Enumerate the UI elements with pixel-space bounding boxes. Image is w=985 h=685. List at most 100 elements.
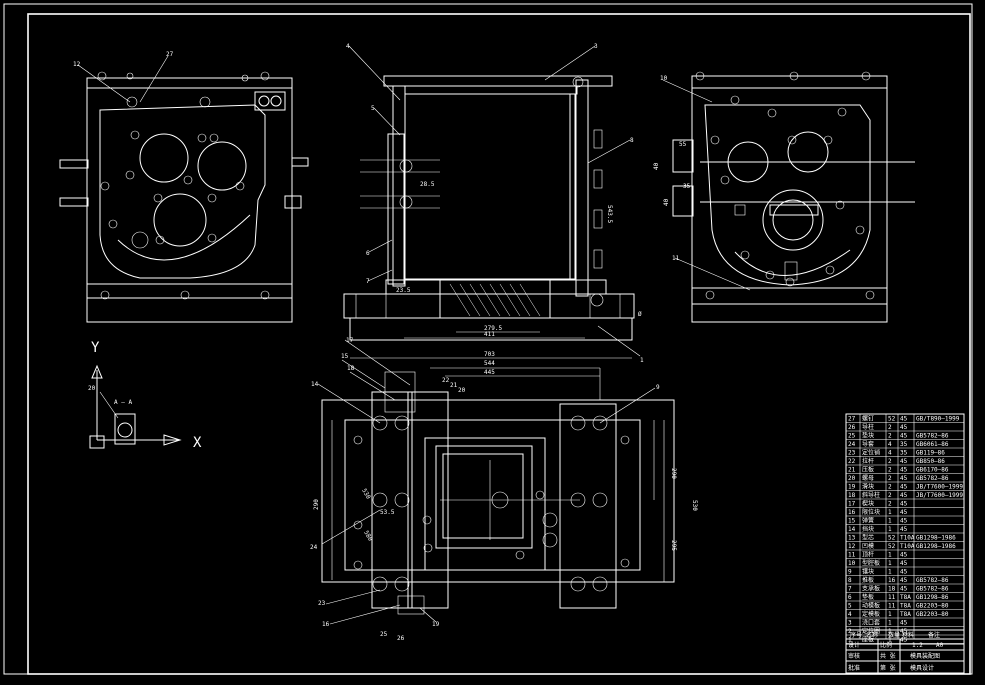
- balloon-14: 14: [311, 381, 319, 388]
- bom-cell-note: GB/T890—1999: [916, 416, 960, 423]
- bom-cell-note: GB119—86: [916, 450, 945, 457]
- bom-cell-no: 22: [848, 458, 856, 465]
- bom-cell-material: 45: [900, 501, 908, 508]
- bom-cell-name: 螺母: [862, 474, 874, 482]
- bom-cell-no: 27: [848, 416, 856, 423]
- bom-cell-no: 25: [848, 433, 856, 440]
- bom-cell-qty: 2: [888, 433, 892, 440]
- bom-cell-no: 4: [848, 611, 852, 618]
- bom-header-name: 名称: [866, 631, 878, 639]
- balloon-13-detail: 20: [88, 385, 96, 392]
- balloon-4: 4: [346, 43, 350, 50]
- bom-header-material: 材料: [902, 631, 914, 639]
- bom-cell-name: 导套: [862, 440, 874, 448]
- drawing-title: 模具装配图: [910, 652, 940, 660]
- bom-cell-material: 45: [900, 526, 908, 533]
- dim-40-b: 40: [663, 198, 670, 206]
- bom-cell-material: 45: [900, 620, 908, 627]
- balloon-19: 19: [432, 621, 440, 628]
- bom-cell-no: 1: [848, 637, 852, 644]
- balloon-27: 27: [166, 51, 174, 58]
- bom-cell-qty: 2: [888, 458, 892, 465]
- bom-cell-note: GB6170—86: [916, 467, 949, 474]
- bom-cell-no: 18: [848, 492, 856, 499]
- bom-cell-no: 17: [848, 501, 856, 508]
- dim-28-5: 28.5: [420, 181, 435, 188]
- dim-279-5: 279.5: [484, 325, 502, 332]
- bom-cell-material: 45: [900, 424, 908, 431]
- bom-cell-qty: 1: [888, 628, 892, 635]
- bom-cell-no: 16: [848, 509, 856, 516]
- bom-cell-no: 3: [848, 620, 852, 627]
- balloon-22: 22: [442, 377, 450, 384]
- bom-cell-material: 45: [900, 560, 908, 567]
- dim-23-5: 23.5: [396, 287, 411, 294]
- dim-55: 55: [679, 141, 687, 148]
- bom-cell-no: 8: [848, 577, 852, 584]
- bom-cell-no: 14: [848, 526, 856, 533]
- dim-295-r: 295: [670, 540, 677, 551]
- bom-cell-note: GB5782—86: [916, 475, 949, 482]
- sheet-size: A0: [936, 642, 944, 649]
- dim-dia: Ø: [638, 311, 642, 318]
- bom-cell-no: 2: [848, 628, 852, 635]
- bom-cell-qty: 1: [888, 526, 892, 533]
- dim-290-r: 290: [670, 468, 677, 479]
- dim-530-r: 530: [691, 500, 698, 511]
- bom-cell-name: 限位块: [862, 508, 880, 516]
- bom-cell-qty: 2: [888, 467, 892, 474]
- bom-cell-qty: 52: [888, 543, 896, 550]
- bom-cell-qty: 1: [888, 518, 892, 525]
- bom-cell-qty: 52: [888, 416, 896, 423]
- dim-35: 35: [683, 183, 691, 190]
- bom-cell-note: JB/T7600—1999: [916, 484, 963, 491]
- y-axis-label: Y: [91, 340, 100, 356]
- dim-580-l: 580: [362, 530, 374, 543]
- bom-cell-no: 7: [848, 586, 852, 593]
- bom-cell-name: 型腔板: [862, 559, 880, 567]
- title-row-2-label: 审核: [848, 652, 860, 660]
- title-col-label-3: 第 张: [880, 664, 896, 672]
- bom-cell-name: 镶块: [862, 568, 874, 576]
- balloon-20: 20: [458, 387, 466, 394]
- bom-cell-material: 45: [900, 484, 908, 491]
- bom-cell-no: 23: [848, 450, 856, 457]
- bom-cell-no: 9: [848, 569, 852, 576]
- right-end-view: 10 11 55 40 35 40: [653, 71, 915, 323]
- bom-cell-qty: 2: [888, 424, 892, 431]
- bom-cell-note: GB5782—86: [916, 586, 949, 593]
- bom-cell-qty: 52: [888, 535, 896, 542]
- bom-cell-name: 型芯: [862, 534, 874, 542]
- bom-cell-note: GB5782—86: [916, 577, 949, 584]
- bom-header-no: 序号: [850, 631, 862, 639]
- bom-cell-name: 支承板: [862, 585, 880, 593]
- balloon-18: 18: [347, 365, 355, 372]
- balloon-6: 6: [366, 250, 370, 257]
- title-row-3-label: 批准: [848, 664, 860, 672]
- bom-cell-name: 定位销: [862, 449, 880, 457]
- bom-cell-qty: 11: [888, 594, 896, 601]
- bom-cell-material: 45: [900, 628, 908, 635]
- title-col-label-2: 共 张: [880, 652, 896, 660]
- bom-cell-material: 45: [900, 467, 908, 474]
- dim-544: 544: [484, 360, 495, 367]
- bom-cell-material: 45: [900, 518, 908, 525]
- bom-cell-no: 20: [848, 475, 856, 482]
- bom-cell-name: 压板: [862, 466, 874, 474]
- bom-cell-material: 45: [900, 586, 908, 593]
- bom-cell-qty: 1: [888, 552, 892, 559]
- balloon-21: 21: [450, 382, 458, 389]
- bom-cell-note: GB1298—1986: [916, 543, 956, 550]
- balloon-16: 16: [322, 621, 330, 628]
- bom-cell-qty: 2: [888, 501, 892, 508]
- balloon-3: 3: [594, 43, 598, 50]
